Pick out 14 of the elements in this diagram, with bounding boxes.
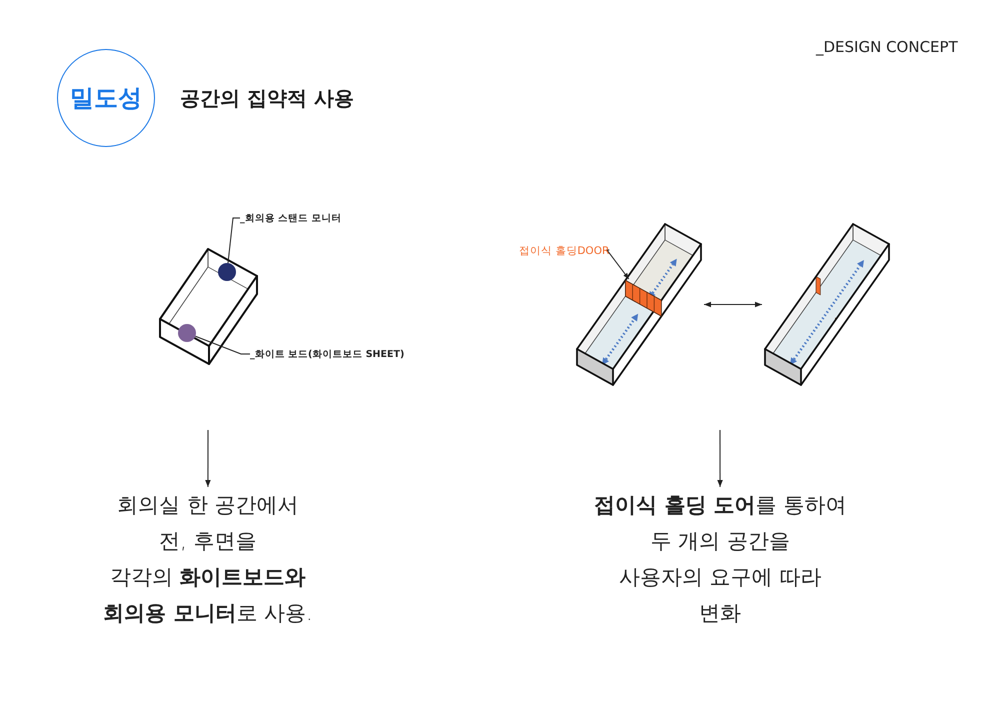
callout-label: 접이식 홀딩DOOR — [519, 244, 610, 258]
leader-line — [606, 249, 630, 280]
callout-label: _회의용 스탠드 모니터 — [240, 212, 342, 225]
description-text: 접이식 홀딩 도어를 통하여 두 개의 공간을 사용자의 요구에 따라 변화 — [594, 487, 846, 631]
double-arrow — [704, 302, 762, 308]
leader-line — [194, 336, 250, 355]
arrow — [717, 430, 723, 488]
callout-label: _화이트 보드(화이트보드 SHEET) — [250, 348, 404, 361]
leader-line — [228, 218, 240, 264]
arrow — [205, 430, 211, 488]
section-label: _DESIGN CONCEPT — [816, 38, 958, 56]
description-text: 회의실 한 공간에서 전, 후면을 각각의 화이트보드와 회의용 모니터로 사용. — [103, 487, 313, 631]
page-title: 공간의 집약적 사용 — [180, 85, 354, 112]
topic-circle: 밀도성 — [57, 49, 155, 147]
